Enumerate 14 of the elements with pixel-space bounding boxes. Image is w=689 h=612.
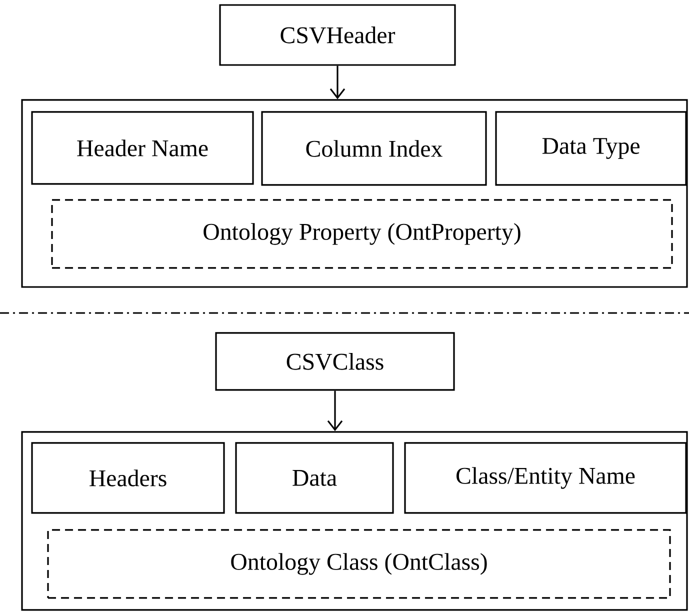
container-box <box>21 99 688 288</box>
field-box: Data Type <box>495 111 687 186</box>
field-box: Headers <box>31 442 225 514</box>
field-box: Data <box>235 442 394 514</box>
field-box: Column Index <box>261 111 487 186</box>
class-box: CSVClass <box>215 332 455 391</box>
dashed-box: Ontology Class (OntClass) <box>47 529 671 599</box>
arrow <box>330 66 346 100</box>
dashed-box: Ontology Property (OntProperty) <box>51 199 673 269</box>
field-box: Class/Entity Name <box>404 442 687 514</box>
arrow <box>327 390 343 432</box>
class-box: CSVHeader <box>219 4 456 66</box>
field-box: Header Name <box>31 111 254 185</box>
container-box <box>21 431 688 611</box>
